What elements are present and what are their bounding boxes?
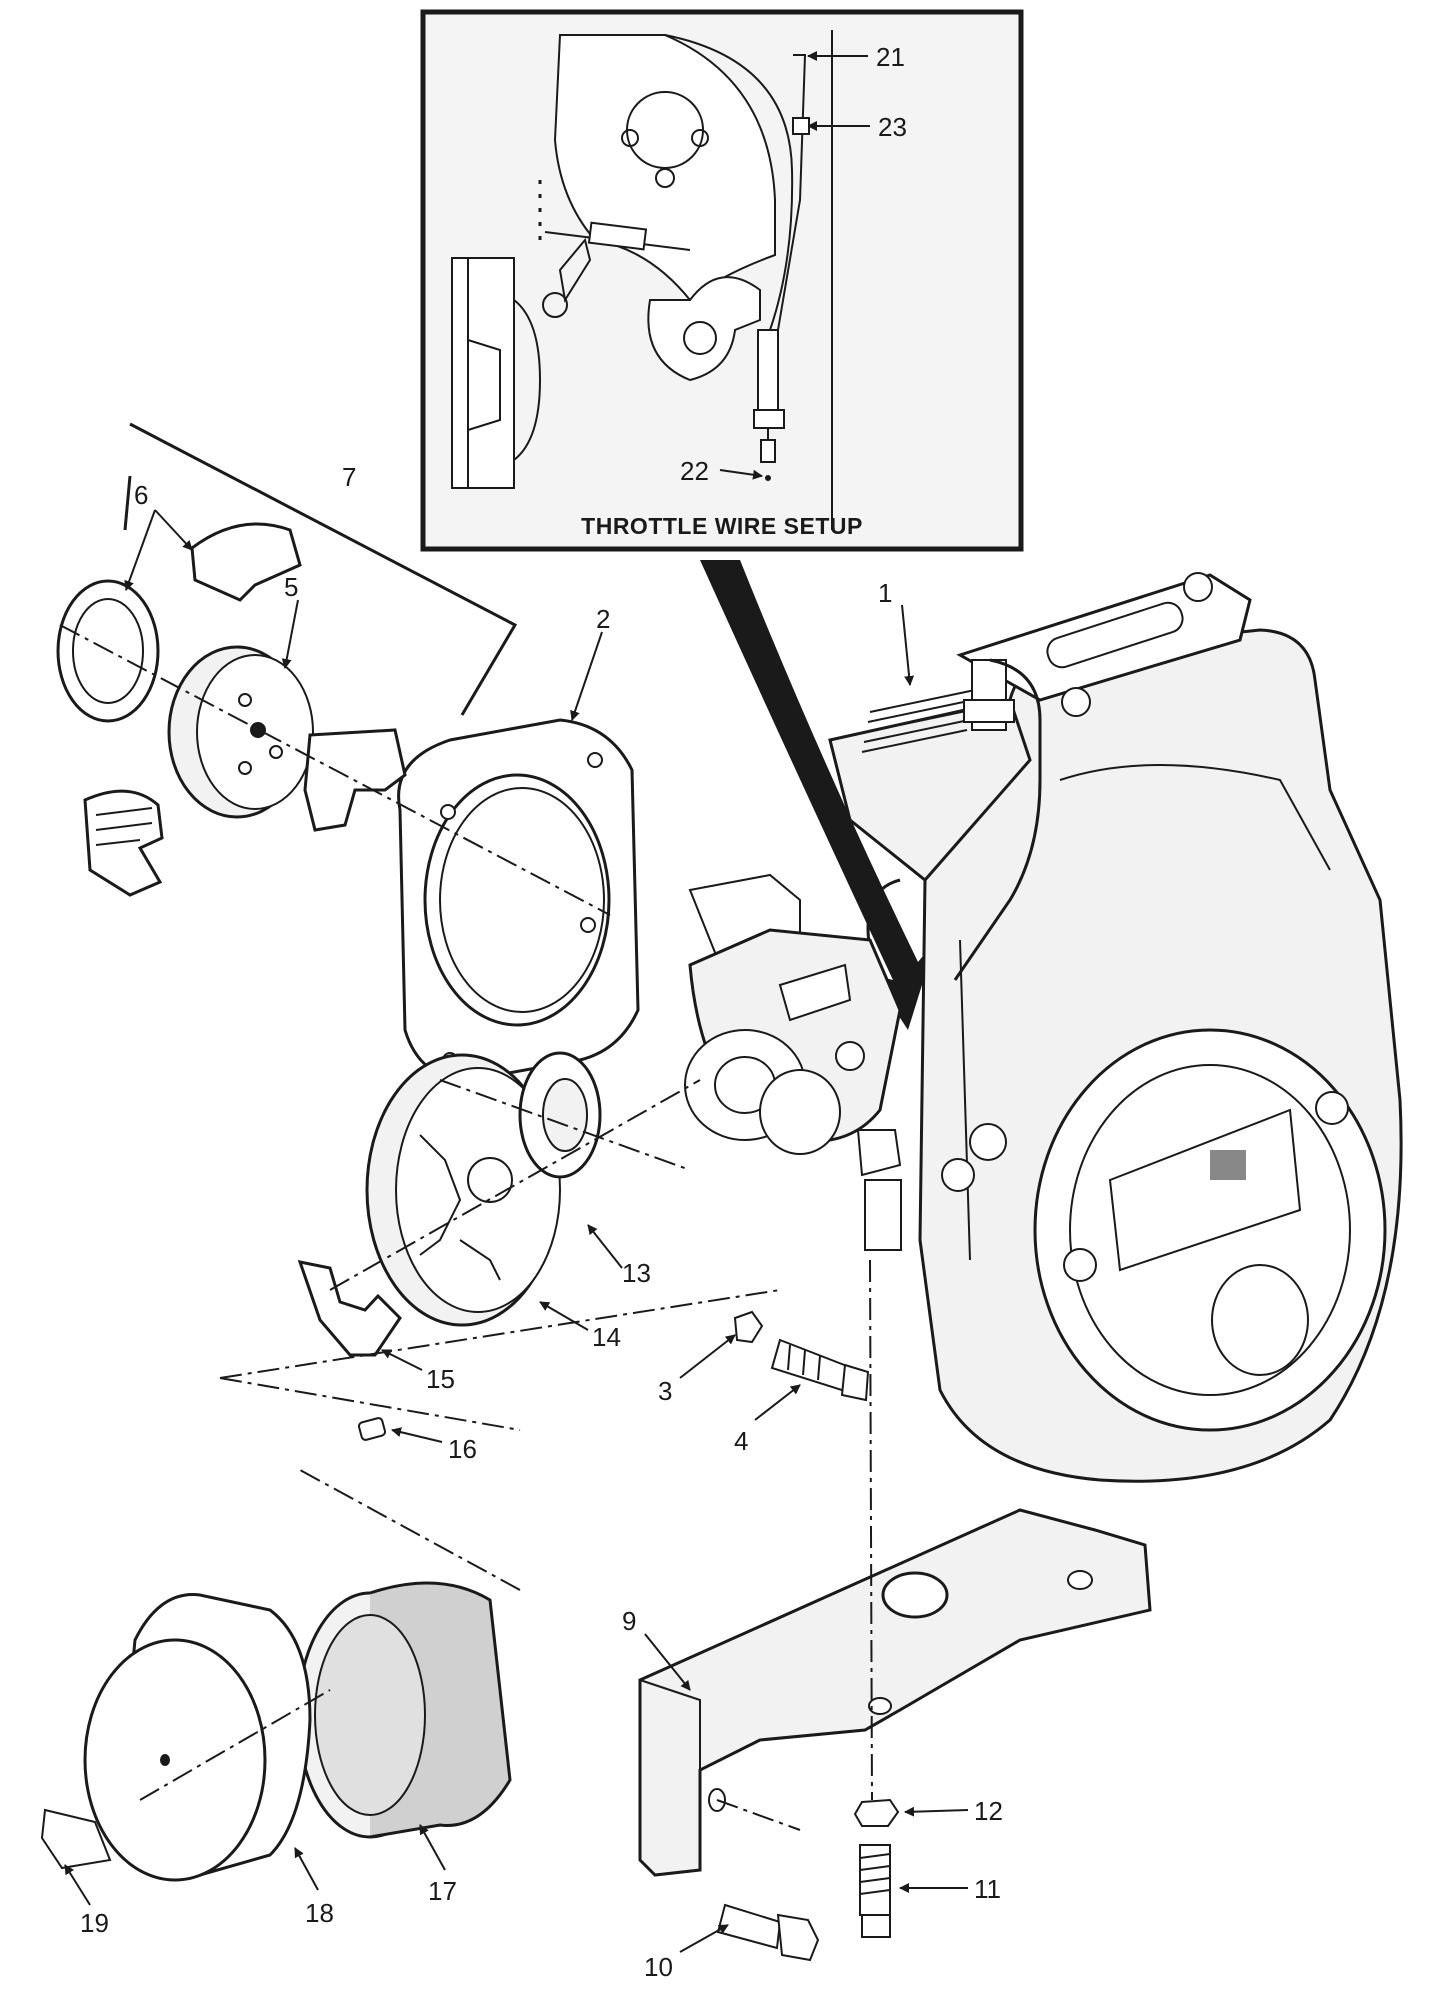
callout-2: 2	[596, 604, 610, 634]
callout-17: 17	[428, 1876, 457, 1906]
engine-assembly	[828, 572, 1403, 1483]
adapter-plate-2	[397, 718, 640, 1082]
callout-19: 19	[80, 1908, 109, 1938]
air-filter-parts	[40, 1581, 512, 1882]
callout-10: 10	[644, 1952, 673, 1982]
inset-title: THROTTLE WIRE SETUP	[581, 513, 863, 539]
callout-16: 16	[448, 1434, 477, 1464]
throttle-wire-inset: 21 23 22 THROTTLE WIRE SETUP	[420, 9, 1024, 552]
callout-14: 14	[592, 1322, 621, 1352]
callout-18: 18	[305, 1898, 334, 1928]
callout-15: 15	[426, 1364, 455, 1394]
callout-3: 3	[658, 1376, 672, 1406]
assembly-lines	[59, 624, 873, 1831]
callouts: 1 2 7 6 5 13 14 15 16 3 4 9 12 11 10 17	[64, 462, 1003, 1982]
callout-23: 23	[878, 112, 907, 142]
callout-11: 11	[974, 1874, 1001, 1904]
callout-4: 4	[734, 1426, 748, 1456]
base-parts	[638, 1508, 1152, 1962]
callout-1: 1	[878, 578, 892, 608]
callout-21: 21	[876, 42, 905, 72]
callout-12: 12	[974, 1796, 1003, 1826]
callout-22: 22	[680, 456, 709, 486]
carburetor	[684, 873, 902, 1251]
callout-7: 7	[342, 462, 356, 492]
callout-13: 13	[622, 1258, 651, 1288]
clutch-parts	[297, 1051, 870, 1441]
callout-5: 5	[284, 572, 298, 602]
callout-9: 9	[622, 1606, 636, 1636]
inset-pointer-arrow	[700, 560, 936, 1030]
callout-6: 6	[134, 480, 148, 510]
